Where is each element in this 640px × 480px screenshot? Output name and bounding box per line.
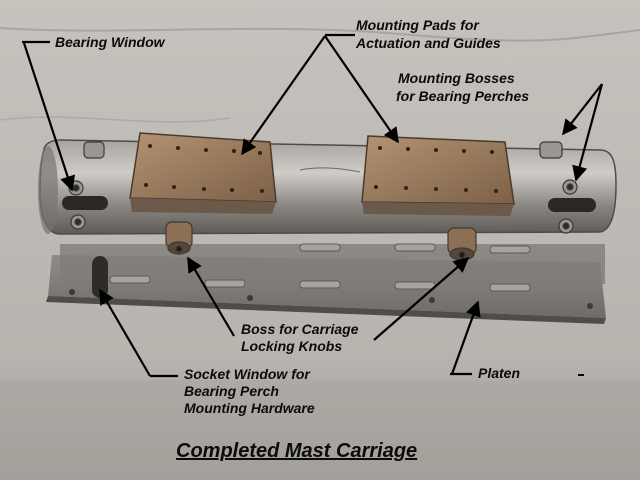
label-mounting-pads-line2: Actuation and Guides	[356, 35, 501, 51]
tube-end-left	[38, 146, 58, 234]
label-mounting-bosses-line1: Mounting Bosses	[398, 70, 515, 86]
stray-mark	[578, 374, 584, 376]
label-socket-window-line1: Socket Window for	[184, 366, 310, 382]
platen-welds	[109, 243, 531, 292]
bearing-window-slot-right	[548, 198, 596, 212]
floor-shadow-band	[0, 380, 640, 480]
platen-holes	[69, 289, 593, 309]
label-mounting-bosses-line2: for Bearing Perches	[396, 88, 530, 104]
bearing-window-slot-left	[62, 196, 108, 210]
label-boss-knobs-line2: Locking Knobs	[241, 338, 343, 354]
socket-window	[92, 256, 108, 298]
label-socket-window-line3: Mounting Hardware	[184, 400, 315, 416]
tube-marking	[299, 167, 361, 173]
annotation-arrows	[22, 33, 604, 378]
mounting-pad-left	[129, 132, 277, 214]
label-boss-knobs-line1: Boss for Carriage	[241, 321, 359, 337]
platen-edge	[46, 296, 606, 324]
label-platen: Platen	[478, 365, 521, 381]
locking-knob-bosses	[165, 221, 477, 261]
floor-crack	[0, 116, 231, 123]
bearing-perch-bosses	[68, 141, 578, 234]
mounting-pad-right	[361, 135, 515, 216]
label-mounting-pads-line1: Mounting Pads for	[356, 17, 479, 33]
carriage-tube	[39, 139, 617, 235]
floor-crack	[0, 27, 640, 42]
caption-title: Completed Mast Carriage	[176, 440, 418, 462]
label-bearing-window: Bearing Window	[55, 34, 165, 50]
label-socket-window-line2: Bearing Perch	[184, 383, 279, 399]
